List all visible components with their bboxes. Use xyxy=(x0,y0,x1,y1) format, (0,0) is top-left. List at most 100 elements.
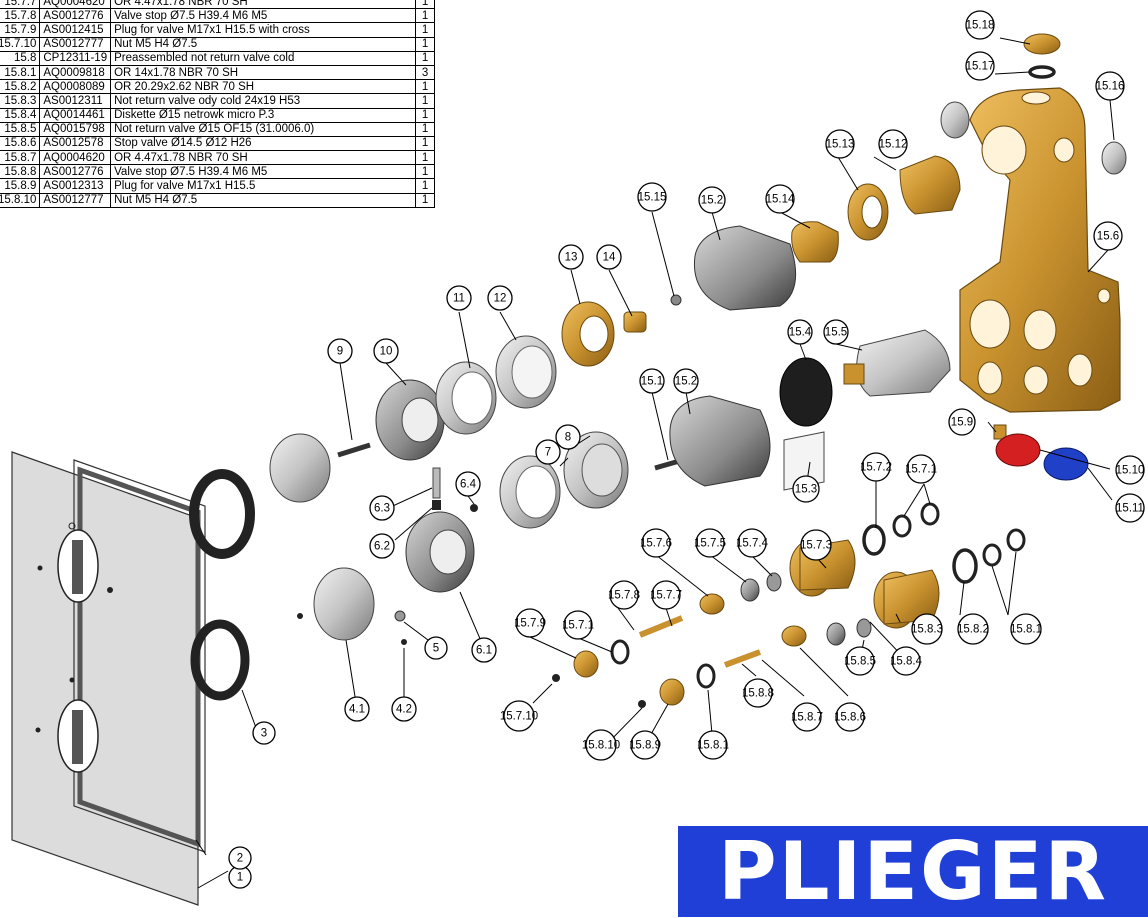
valve-body xyxy=(959,87,1121,413)
callout-label: 15.8.9 xyxy=(629,740,661,752)
callout-c10: 10 xyxy=(373,338,399,364)
callout-c15-7-5: 15.7.5 xyxy=(694,528,726,558)
callout-label: 6.2 xyxy=(374,541,390,553)
part-quantity: 1 xyxy=(415,150,436,166)
part-description: Preassembled not return valve cold xyxy=(110,50,417,66)
callout-c15-7-1b: 15.7.1 xyxy=(562,610,594,640)
callout-label: 15.7.9 xyxy=(514,618,546,630)
part-quantity: 1 xyxy=(415,164,436,180)
callout-c15-6: 15.6 xyxy=(1093,221,1123,251)
part-code: AS0012777 xyxy=(39,36,112,52)
callout-c15-9: 15.9 xyxy=(948,408,976,436)
part-code: AQ0014461 xyxy=(39,107,112,123)
callout-label: 15.18 xyxy=(966,20,995,32)
label-15-3 xyxy=(783,431,825,491)
plate-gasket-frame xyxy=(73,459,206,853)
callout-c15-7-3: 15.7.3 xyxy=(800,529,832,561)
part-position: 15.8.7 xyxy=(0,150,41,166)
callout-label: 15.8.7 xyxy=(791,712,823,724)
callout-c15-8-4: 15.8.4 xyxy=(890,646,923,676)
callout-label: 15.9 xyxy=(951,417,973,429)
part-code: AS0012777 xyxy=(39,192,112,208)
callout-c6-2: 6.2 xyxy=(369,533,395,559)
leader-lines xyxy=(195,37,1115,889)
callout-label: 15.8.1 xyxy=(697,740,729,752)
callout-label: 9 xyxy=(337,346,343,358)
part-code: AS0012776 xyxy=(39,164,112,180)
chrome-rings xyxy=(435,335,629,529)
callout-label: 12 xyxy=(494,293,507,305)
callout-c15-14: 15.14 xyxy=(765,184,795,214)
callout-c15-2b: 15.2 xyxy=(673,368,699,394)
logo-text: PLIEGER xyxy=(718,825,1108,918)
callout-c15-7-10: 15.7.10 xyxy=(500,700,538,732)
callout-c15-4: 15.4 xyxy=(787,319,813,345)
part-position: 15.8.10 xyxy=(0,192,41,208)
part-position: 15.8.3 xyxy=(0,93,41,109)
callout-c7: 7 xyxy=(535,439,561,465)
callout-label: 15.2 xyxy=(675,376,697,388)
callout-c15-13: 15.13 xyxy=(825,129,855,159)
part-6-2 xyxy=(432,500,441,510)
callout-label: 6.1 xyxy=(476,645,492,657)
part-description: Stop valve Ø14.5 Ø12 H26 xyxy=(110,135,417,152)
part-description: OR 4.47x1.78 NBR 70 SH xyxy=(110,150,417,166)
callout-label: 15.7.7 xyxy=(650,590,682,602)
callout-c15-12: 15.12 xyxy=(878,129,908,159)
blue-cap xyxy=(1043,447,1089,481)
part-code: AQ0004620 xyxy=(39,150,112,166)
callout-label: 15.8.10 xyxy=(582,740,620,752)
part-code: AS0012415 xyxy=(39,22,112,38)
callout-c15-17: 15.17 xyxy=(965,51,995,81)
callout-c15-8-2: 15.8.2 xyxy=(957,613,989,645)
callout-c15-11: 15.11 xyxy=(1115,493,1145,523)
part-quantity: 1 xyxy=(415,192,436,208)
callout-label: 15.5 xyxy=(825,327,847,339)
callout-label: 7 xyxy=(545,447,551,459)
part-quantity: 1 xyxy=(415,178,436,194)
part-quantity: 1 xyxy=(415,121,436,137)
callout-c15-18: 15.18 xyxy=(965,10,995,40)
callout-label: 15.7.1 xyxy=(905,464,937,476)
part-description: Valve stop Ø7.5 H39.4 M6 M5 xyxy=(110,8,417,24)
part-description: OR 20.29x2.62 NBR 70 SH xyxy=(110,79,417,95)
plate-slot-lower xyxy=(72,710,83,764)
callout-label: 15.14 xyxy=(766,194,795,206)
callout-label: 15.7.10 xyxy=(500,711,538,723)
callout-c13: 13 xyxy=(558,244,584,270)
cartridges xyxy=(779,155,961,491)
callout-label: 15.8.5 xyxy=(844,656,876,668)
callout-c15-8-1b: 15.8.1 xyxy=(697,730,729,760)
callout-label: 15.7.5 xyxy=(694,538,726,550)
part-position: 15.8 xyxy=(0,50,41,66)
callout-c15-8-5: 15.8.5 xyxy=(844,646,876,676)
callout-label: 15.8.6 xyxy=(834,712,866,724)
callout-label: 15.6 xyxy=(1097,231,1119,243)
callout-c15-8-10: 15.8.10 xyxy=(582,729,620,761)
callout-c8: 8 xyxy=(555,424,581,450)
callout-c9: 9 xyxy=(327,338,353,364)
callout-label: 15.8.8 xyxy=(742,688,774,700)
callout-label: 15.7.4 xyxy=(736,538,769,550)
callout-c15-8-7: 15.8.7 xyxy=(791,702,823,732)
callout-label: 5 xyxy=(433,643,439,655)
callout-label: 2 xyxy=(237,853,243,865)
part-4-2 xyxy=(401,639,407,645)
callout-c6-4: 6.4 xyxy=(455,471,481,497)
part-code: AS0012578 xyxy=(39,135,112,152)
wall-plate xyxy=(11,451,206,906)
callout-label: 15.15 xyxy=(638,192,667,204)
callout-label: 15.10 xyxy=(1116,465,1145,477)
part-description: Valve stop Ø7.5 H39.4 M6 M5 xyxy=(110,164,417,180)
callout-c6-1: 6.1 xyxy=(471,637,497,663)
part-5 xyxy=(394,610,406,622)
